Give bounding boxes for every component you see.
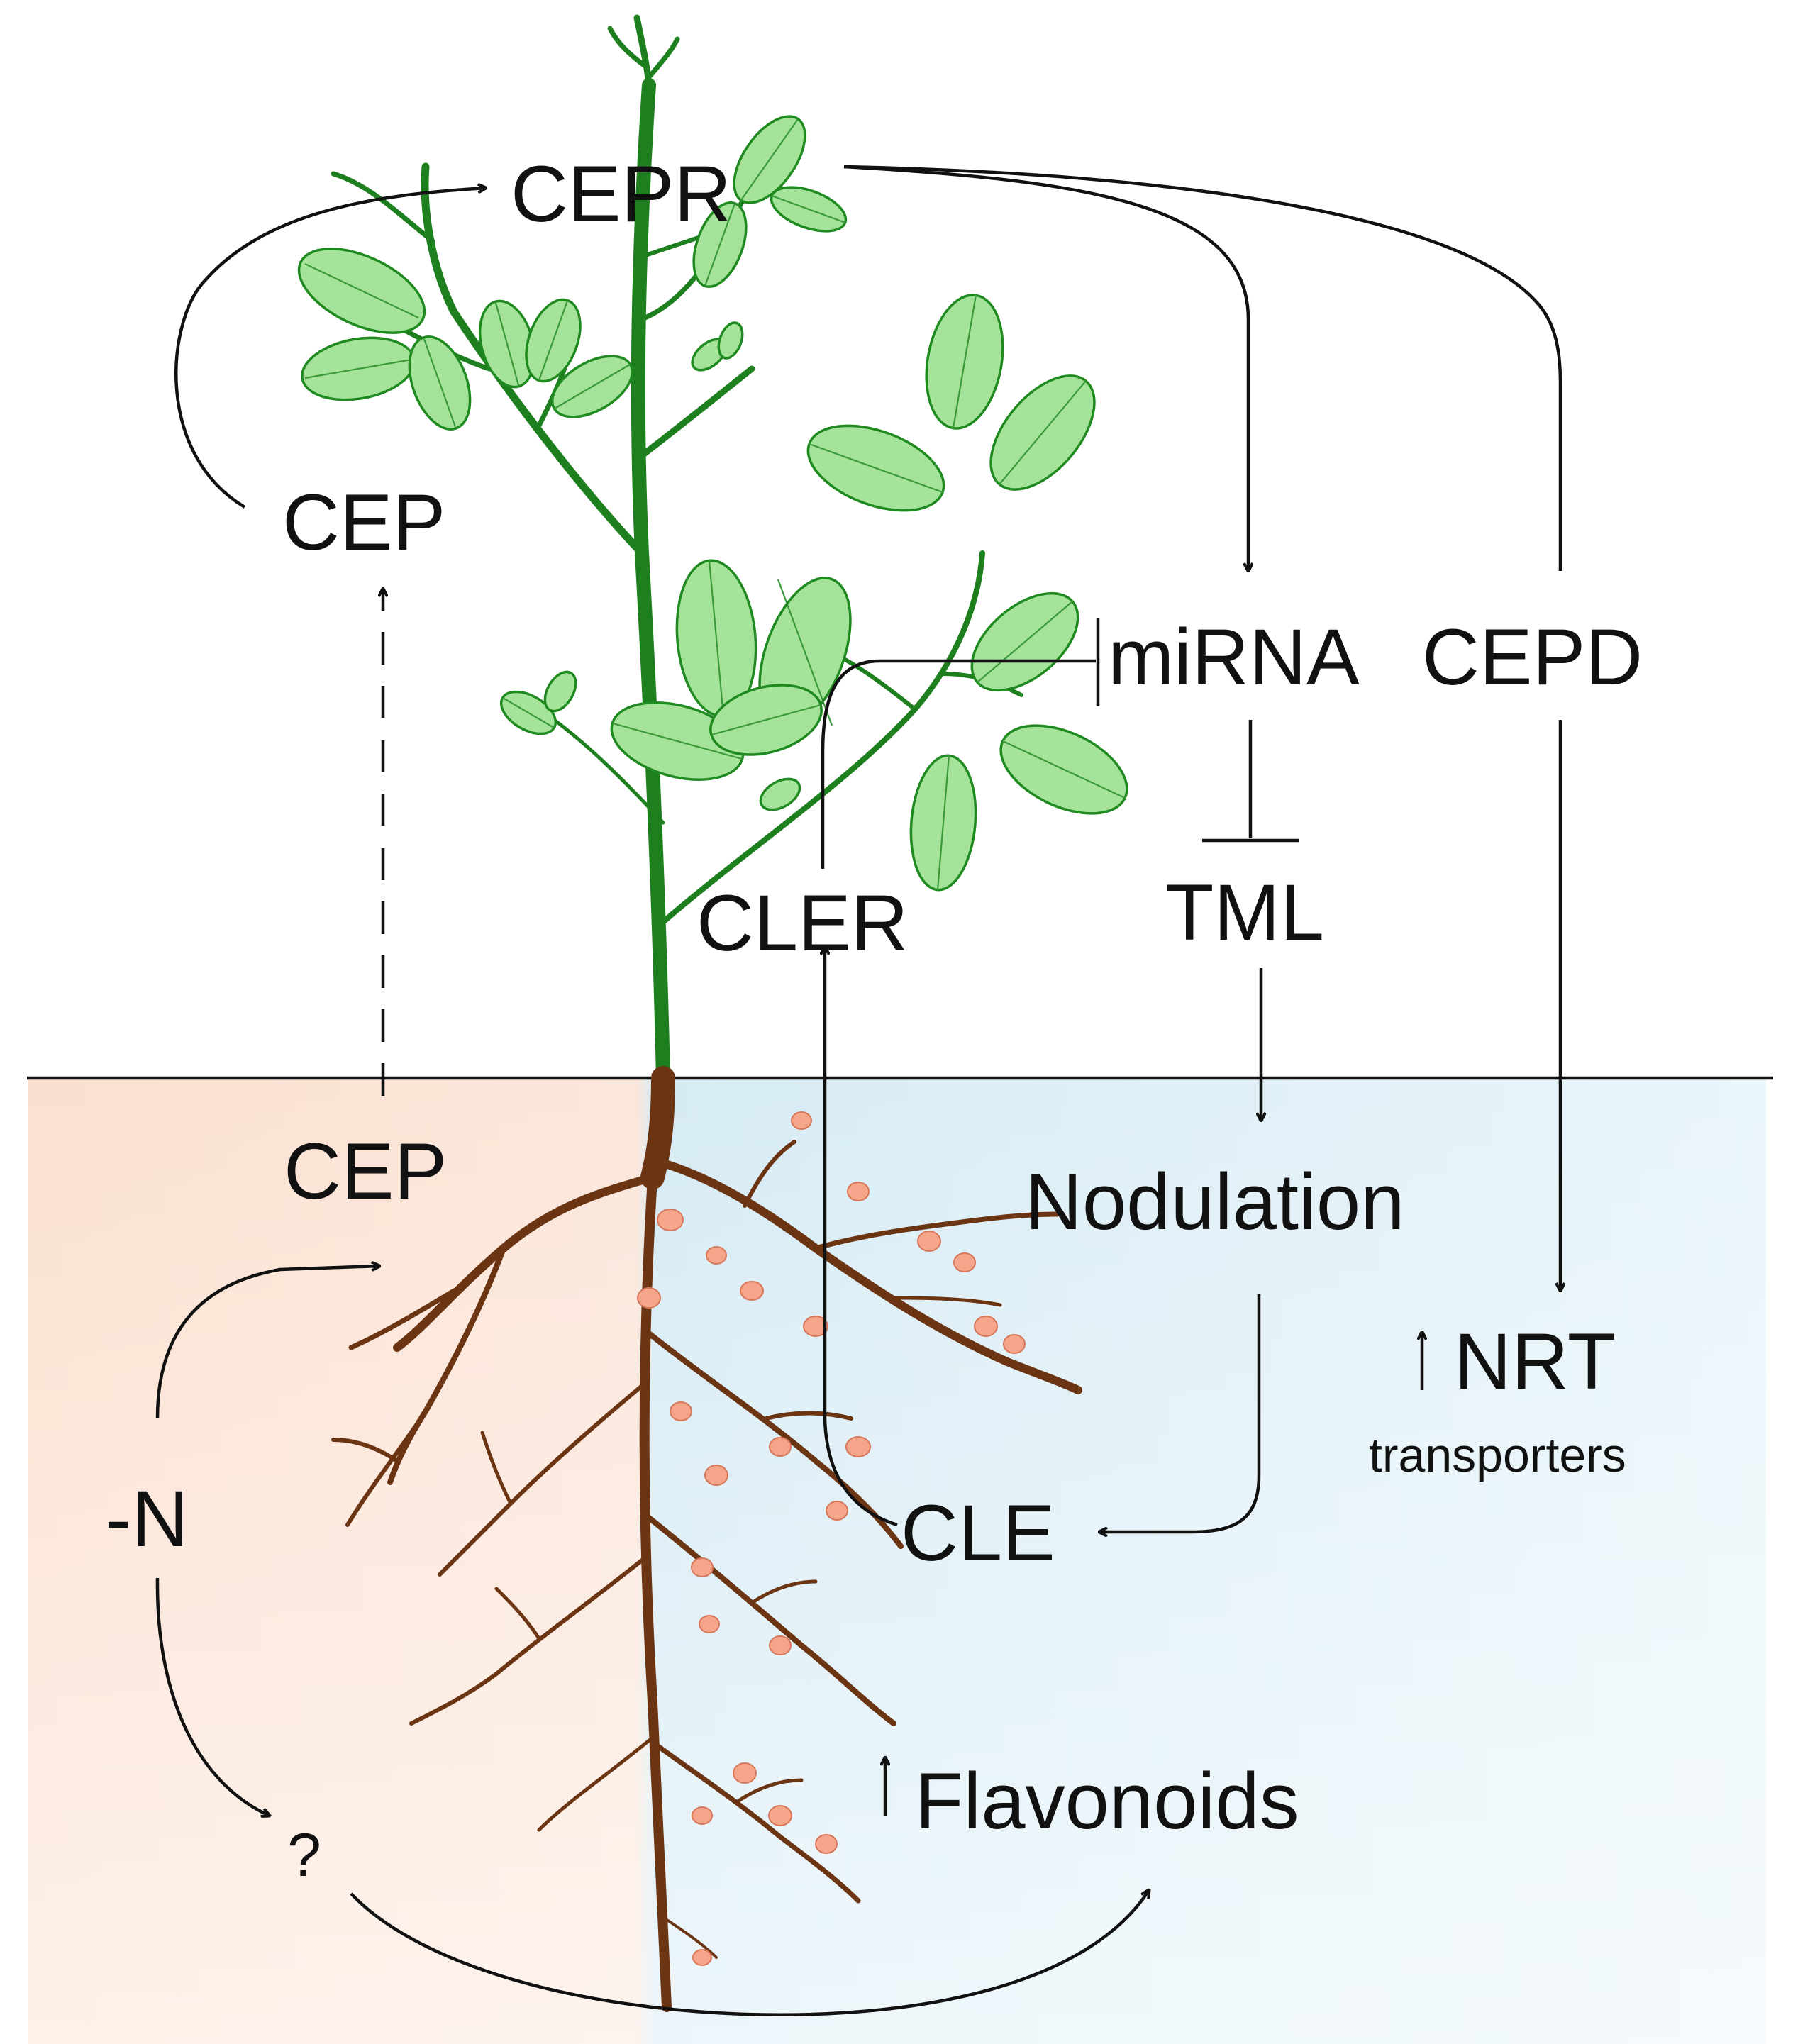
leaf xyxy=(989,374,1096,491)
inhibit-mirna-cler xyxy=(821,659,1096,869)
label-cep-shoot: CEP xyxy=(282,478,445,567)
arrow-nodulation-to-cle xyxy=(1099,1294,1261,1532)
arrow-cep-to-cepr xyxy=(174,188,486,509)
label-cep-root: CEP xyxy=(284,1127,447,1216)
arrow-question-to-flavonoids xyxy=(350,1890,1149,2016)
leaf xyxy=(733,115,806,204)
arrow-cepr-to-cepd xyxy=(843,165,1562,571)
leaf xyxy=(709,684,823,756)
root-nodules xyxy=(637,1111,1026,1966)
leaf xyxy=(909,754,977,892)
label-flavonoids: Flavonoids xyxy=(915,1757,1299,1845)
arrow-cepr-to-mirna xyxy=(843,165,1248,571)
labels: CEPR CEP miRNA CEPD TML CLER CEP Nodulat… xyxy=(105,150,1643,1889)
leaf xyxy=(550,355,634,418)
leaf xyxy=(610,701,745,781)
leaf xyxy=(759,777,801,811)
soil-fade xyxy=(28,1078,1766,2044)
leaf xyxy=(499,690,557,735)
label-tml: TML xyxy=(1165,868,1324,957)
label-question: ? xyxy=(287,1821,321,1889)
leaf xyxy=(925,294,1004,430)
label-cepd: CEPD xyxy=(1422,613,1643,701)
leaf xyxy=(297,248,426,334)
leaf xyxy=(717,321,744,360)
label-cler: CLER xyxy=(696,879,909,967)
leaf xyxy=(408,335,472,431)
arrow-cle-to-cler xyxy=(825,947,898,1527)
signaling-arrows xyxy=(155,165,1562,2016)
label-nodulation: Nodulation xyxy=(1025,1157,1405,1246)
label-minus-n: -N xyxy=(105,1474,189,1563)
plant-root xyxy=(331,1066,1082,2012)
label-nrt: NRT xyxy=(1454,1317,1616,1406)
leaf xyxy=(806,424,945,512)
leaf xyxy=(543,670,577,713)
arrow-n-to-flavonoids xyxy=(155,1577,270,1816)
leaf xyxy=(999,724,1128,815)
leaf xyxy=(770,186,848,233)
leaf xyxy=(525,298,582,383)
label-cepr: CEPR xyxy=(511,150,731,238)
leaf xyxy=(301,336,416,401)
label-transporters: transporters xyxy=(1369,1428,1626,1482)
label-cle: CLE xyxy=(901,1489,1055,1577)
leaf xyxy=(970,591,1079,692)
label-mirna: miRNA xyxy=(1108,613,1360,701)
plant-shoot xyxy=(297,14,1128,1085)
leaf xyxy=(692,201,748,289)
arrow-n-to-cep xyxy=(155,1266,379,1419)
